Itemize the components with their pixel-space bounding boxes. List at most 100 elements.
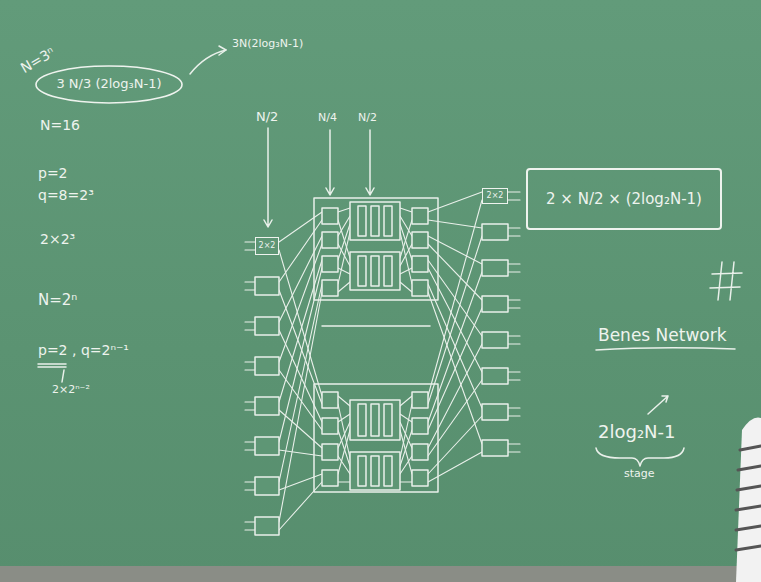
wire xyxy=(338,208,350,212)
switch-box xyxy=(255,317,279,335)
stage-size-note: N/4 xyxy=(318,112,337,124)
wire xyxy=(508,227,520,228)
wire xyxy=(400,282,412,292)
wire xyxy=(338,396,350,406)
wire xyxy=(508,235,520,236)
wire xyxy=(245,241,255,242)
switch-box xyxy=(412,232,428,248)
wire xyxy=(400,244,412,266)
wire xyxy=(338,268,350,274)
up-arrow xyxy=(648,396,668,414)
switch-box xyxy=(482,368,508,384)
wire xyxy=(338,404,350,458)
wire xyxy=(338,220,350,258)
formula-note: p=2 xyxy=(38,166,68,181)
arrow-head xyxy=(219,46,226,55)
label-text: N=3ⁿ xyxy=(18,44,58,76)
switch-box xyxy=(322,470,338,486)
down-arrow xyxy=(366,130,374,195)
switch-box xyxy=(322,208,338,224)
wire xyxy=(245,529,255,530)
switch-box xyxy=(255,477,279,495)
wire xyxy=(245,521,255,522)
wire xyxy=(338,481,350,482)
switch-box xyxy=(358,256,366,286)
formula-note: q=8=2³ xyxy=(38,188,94,203)
switch-box xyxy=(384,256,392,286)
switch-box xyxy=(412,470,428,486)
wire xyxy=(400,456,412,474)
switch-box xyxy=(322,280,338,296)
label-text: N=16 xyxy=(40,117,80,133)
wire xyxy=(428,236,482,264)
wire xyxy=(338,244,350,266)
switch-box xyxy=(255,517,279,535)
wire xyxy=(245,441,255,442)
switch-box xyxy=(322,256,338,272)
wire xyxy=(508,299,520,300)
wire xyxy=(400,268,412,274)
switch-box xyxy=(371,256,379,286)
switch-box xyxy=(322,444,338,460)
wire xyxy=(508,335,520,336)
formula-note: 2×2ⁿ⁻² xyxy=(52,384,90,396)
wire xyxy=(508,191,520,192)
wire xyxy=(245,489,255,490)
benes-wiring xyxy=(245,192,520,535)
node-text: 2×2 xyxy=(259,242,276,251)
wire xyxy=(508,271,520,272)
switch-box xyxy=(482,260,508,276)
brace-note: stage xyxy=(624,468,655,480)
formula-note: 2×2³ xyxy=(40,232,75,247)
wire xyxy=(245,329,255,330)
chalk-stroke xyxy=(736,446,761,550)
wire xyxy=(428,220,482,228)
wire xyxy=(400,414,412,422)
boxed-formula: 2 × N/2 × (2log₂N-1) xyxy=(526,168,722,230)
wire xyxy=(279,482,322,530)
wire xyxy=(245,249,255,250)
switch-box xyxy=(255,357,279,375)
chalk-rail xyxy=(0,566,761,582)
wire xyxy=(400,220,412,258)
switch-box xyxy=(255,277,279,295)
wire xyxy=(508,263,520,264)
switch-box xyxy=(322,232,338,248)
switch-box xyxy=(384,404,392,436)
wire xyxy=(400,208,412,212)
person-shirt xyxy=(736,418,761,582)
switch-box xyxy=(358,404,366,436)
wire xyxy=(508,407,520,408)
formula-note: N=3ⁿ xyxy=(18,45,57,77)
wire xyxy=(508,307,520,308)
label-text: 2log₂N-1 xyxy=(598,421,676,442)
label-text: N/2 xyxy=(358,111,377,124)
chalk-line xyxy=(322,325,430,327)
switch-box xyxy=(371,206,379,236)
wire xyxy=(338,456,350,474)
label-text: stage xyxy=(624,467,655,480)
switch-box xyxy=(350,400,400,440)
node-text: 2×2 xyxy=(487,192,504,201)
switch-box xyxy=(412,256,428,272)
label-text: 2×2³ xyxy=(40,231,75,247)
stage-size-note: N/2 xyxy=(358,112,377,124)
underline xyxy=(596,348,735,350)
wire xyxy=(428,284,482,408)
switch-box xyxy=(412,418,428,434)
node-text: 3 N/3 (2log₃N-1) xyxy=(56,77,161,91)
wire xyxy=(279,268,322,442)
formula-note: N=16 xyxy=(40,118,80,133)
ellipse-outline xyxy=(36,66,182,103)
wire xyxy=(279,292,322,522)
label-text: N=2ⁿ xyxy=(38,291,77,309)
formula-note: N=2ⁿ xyxy=(38,292,77,309)
switch-box xyxy=(482,224,508,240)
switch-box xyxy=(371,456,379,486)
wire xyxy=(338,430,350,466)
label-text: N/2 xyxy=(256,109,278,124)
subnetwork-outline xyxy=(314,198,438,300)
hash-symbol xyxy=(710,262,742,300)
wire xyxy=(428,268,482,372)
